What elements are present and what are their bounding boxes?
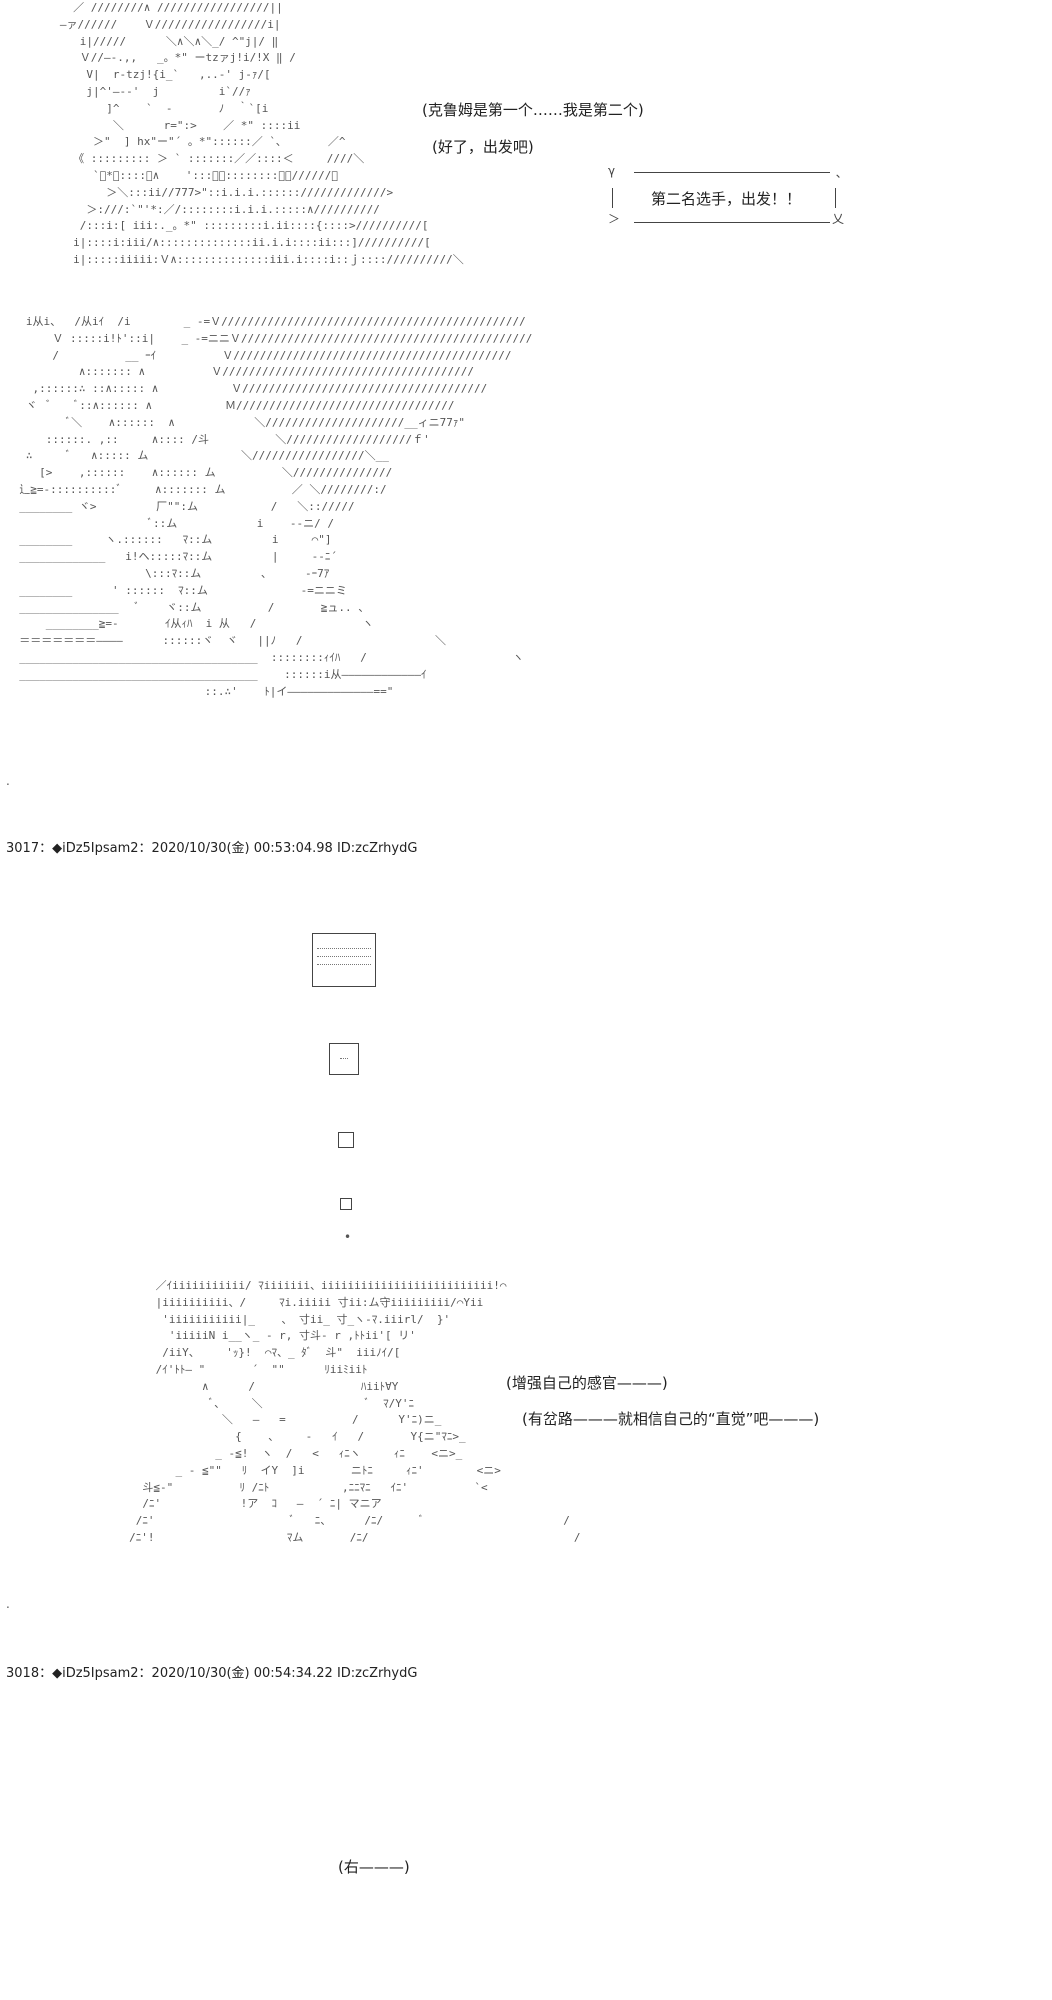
small-dot-1: . bbox=[6, 774, 10, 788]
panel-box-small bbox=[338, 1132, 354, 1148]
thought-line-5: (右———) bbox=[338, 1858, 410, 1876]
small-dot-3: . bbox=[6, 1597, 10, 1611]
small-dot-2: • bbox=[344, 1230, 352, 1244]
panel-box-large bbox=[312, 933, 376, 987]
thought-line-3: (增强自己的感官———) bbox=[506, 1374, 668, 1392]
speech-box: γ ､ 第二名选手，出发！！ ＞ 乂 bbox=[608, 164, 844, 226]
ascii-art-character-top: ／ ////////∧ /////////////////|| ―ァ//////… bbox=[59, 1, 464, 266]
post-header-3017: 3017：◆iDz5Ipsam2：2020/10/30(金) 00:53:04.… bbox=[6, 841, 418, 856]
thought-line-4: (有岔路———就相信自己的“直觉”吧———) bbox=[522, 1410, 820, 1428]
panel-box-medium bbox=[329, 1043, 359, 1075]
speech-box-text: 第二名选手，出发！！ bbox=[650, 190, 801, 208]
thought-line-1: (克鲁姆是第一个……我是第二个) bbox=[422, 101, 644, 119]
panel-box-tiny bbox=[340, 1198, 352, 1210]
post-header-3018: 3018：◆iDz5Ipsam2：2020/10/30(金) 00:54:34.… bbox=[6, 1666, 418, 1681]
ascii-art-broom-flight: i从i、 /从iｲ /i _ -=Ｖ//////////////////////… bbox=[19, 315, 533, 698]
thought-line-2: (好了，出发吧) bbox=[432, 138, 534, 156]
ascii-art-character-closeup: ／ｲiiiiiiiiiii/ ﾏiiiiiii、iiiiiiiiiiiiiiii… bbox=[129, 1279, 581, 1544]
